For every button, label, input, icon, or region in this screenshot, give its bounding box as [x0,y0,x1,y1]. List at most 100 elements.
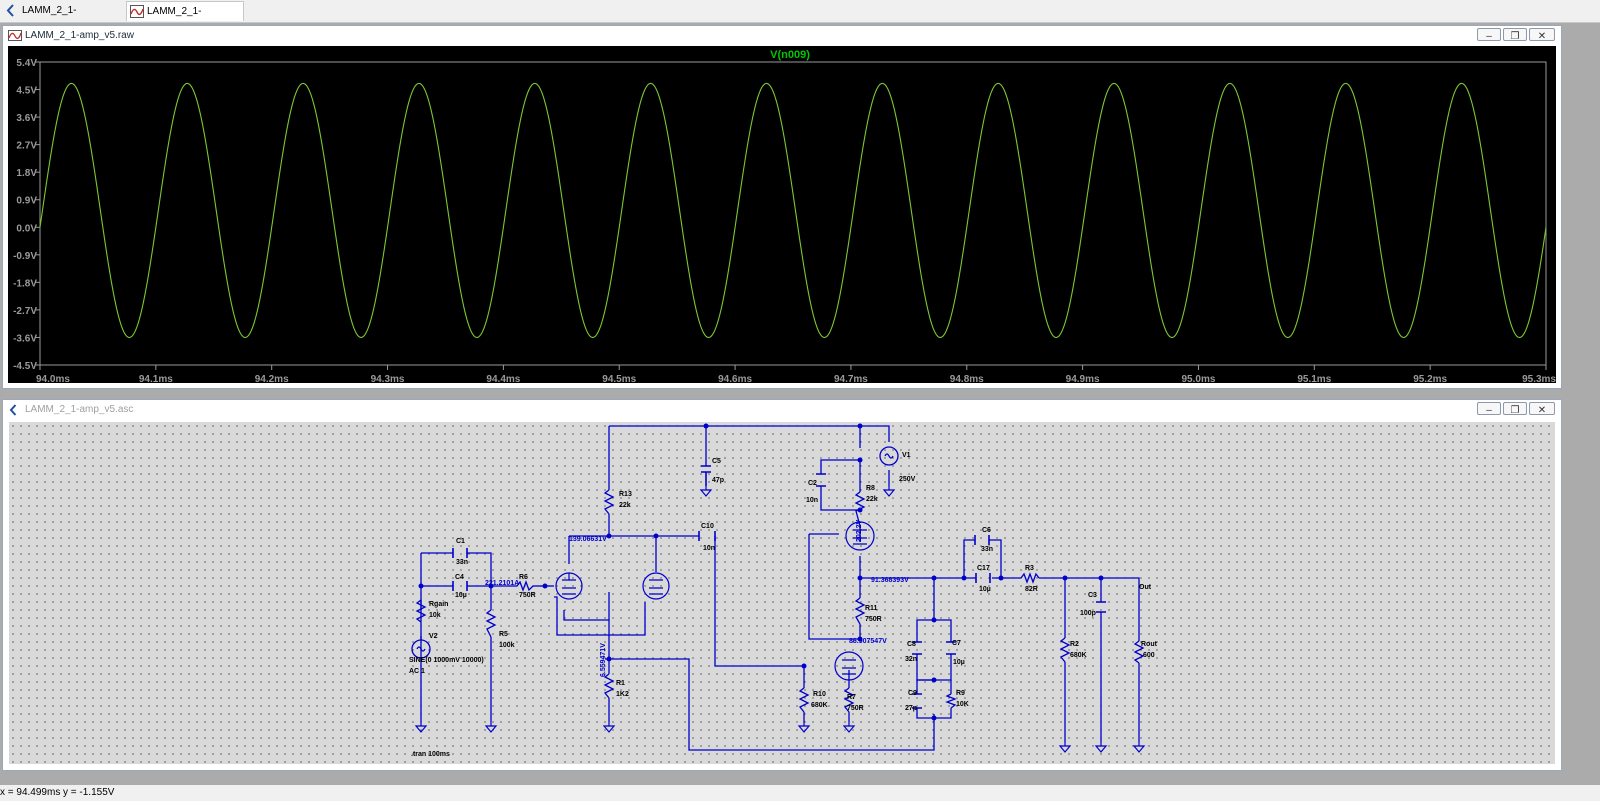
resistor-r8 [854,491,866,527]
waveform-window-titlebar[interactable]: LAMM_2_1-amp_v5.raw – ❐ ✕ [3,26,1561,46]
cursor-y-readout: y = -1.155V [63,787,115,798]
r8-name: R8 [866,485,875,492]
x-tick-label: 95.0ms [1182,374,1216,385]
schematic-window: LAMM_2_1-amp_v5.asc – ❐ ✕ [2,399,1562,771]
c7-name: C7 [952,640,961,647]
schematic-window-titlebar[interactable]: LAMM_2_1-amp_v5.asc – ❐ ✕ [3,400,1561,420]
capacitor-c2 [816,473,826,487]
v2-value: SINE(0 1000mV 10000) [409,657,484,664]
r1-name: R1 [616,680,625,687]
capacitor-c10 [698,531,716,541]
minimize-icon: – [1486,405,1492,416]
r13-value: 22k [619,502,631,509]
plot-frame [39,61,1547,366]
y-tick-label: -1.8V [13,278,37,289]
capacitor-c9 [912,693,922,709]
restore-icon: ❐ [1510,405,1520,416]
waveform-window-title: LAMM_2_1-amp_v5.raw [25,30,134,41]
v2-value2: AC 1 [409,668,425,675]
y-tick-label: 0.9V [16,196,37,207]
c5-value: 47p [712,477,724,484]
y-tick-label: 3.6V [16,113,37,124]
v2-name: V2 [429,633,438,640]
r5-value: 100k [499,642,515,649]
c10-name: C10 [701,523,714,530]
c9-value: 27p [905,705,917,712]
waveform-icon [130,5,144,18]
restore-button[interactable]: ❐ [1503,28,1527,42]
c9-name: C9 [908,690,917,697]
capacitor-c5 [701,465,711,486]
minimize-button[interactable]: – [1477,28,1501,42]
y-tick-label: -3.6V [13,333,37,344]
x-tick-label: 94.9ms [1066,374,1100,385]
resistor-r6 [516,580,534,592]
close-icon: ✕ [1537,31,1547,42]
capacitor-c4 [452,581,468,591]
rgain-value: 10k [429,612,441,619]
c8-value: 32n [905,656,917,663]
resistor-r1 [603,673,615,699]
c3-value: 100p [1080,610,1096,617]
x-tick-label: 94.4ms [486,374,520,385]
c8-name: C8 [907,641,916,648]
tab-schematic[interactable]: LAMM_2_1-amp_v5.asc [2,1,124,36]
resistor-rout [1133,640,1145,664]
capacitor-c1 [452,548,468,558]
schematic-canvas[interactable]: C5 47p R13 22k C10 10n C2 10n R8 22k V1 … [9,422,1555,764]
capacitor-c7 [946,641,956,655]
restore-icon: ❐ [1510,31,1520,42]
capacitor-c8 [912,641,922,655]
node-voltage-c10: 139.06631V [569,536,607,543]
schematic-drawing[interactable]: C5 47p R13 22k C10 10n C2 10n R8 22k V1 … [9,422,1555,764]
c2-value: 10n [806,497,818,504]
resistor-r7 [843,687,855,713]
x-tick-label: 95.3ms [1522,374,1556,385]
minimize-icon: – [1486,31,1492,42]
tab-waveform[interactable]: LAMM_2_1-amp_v5.raw [126,1,244,37]
schematic-window-title: LAMM_2_1-amp_v5.asc [25,404,134,415]
schematic-icon [6,4,14,17]
node-voltage-output-stage: 91.368393V [871,577,909,584]
triode-v5 [845,521,875,551]
r5-name: R5 [499,631,508,638]
waveform-chart[interactable]: V(n009) 5.4V4.5V3.6V2.7V1.8V0.9V0.0V-0.9… [8,46,1558,385]
y-tick-label: -4.5V [13,361,37,372]
rout-name: Rout [1141,641,1158,648]
x-tick-label: 94.7ms [834,374,868,385]
triode-v6 [834,651,864,681]
trace-label[interactable]: V(n009) [770,49,810,61]
capacitor-c3 [1096,601,1106,613]
close-icon: ✕ [1537,405,1547,416]
close-button[interactable]: ✕ [1529,28,1555,42]
resistor-r13 [603,489,615,515]
c1-name: C1 [456,538,465,545]
y-tick-label: 0.0V [16,223,37,234]
c5-name: C5 [712,458,721,465]
close-button[interactable]: ✕ [1529,402,1555,416]
rgain-name: Rgain [429,601,448,608]
resistor-r9 [945,693,957,709]
r2-name: R2 [1070,641,1079,648]
minimize-button[interactable]: – [1477,402,1501,416]
x-tick-label: 94.5ms [602,374,636,385]
node-voltage-cathode: 6.559471V [600,643,607,677]
document-tab-bar: LAMM_2_1-amp_v5.asc LAMM_2_1-amp_v5.raw [0,0,1600,37]
x-tick-label: 94.8ms [950,374,984,385]
r1-value: 1K2 [616,691,629,698]
capacitor-symbols [452,465,1106,709]
y-tick-label: -0.9V [13,251,37,262]
r6-value: 750R [519,592,536,599]
r2-value: 680K [1070,652,1087,659]
rout-value: 600 [1143,652,1155,659]
junction-dots [418,423,1104,721]
r7-name: R7 [847,694,856,701]
r6-name: R6 [519,574,528,581]
trace-v-n009[interactable] [39,82,1547,339]
x-tick-label: 94.1ms [139,374,173,385]
c7-value: 10µ [953,659,965,666]
restore-button[interactable]: ❐ [1503,402,1527,416]
y-tick-label: 1.8V [16,168,37,179]
